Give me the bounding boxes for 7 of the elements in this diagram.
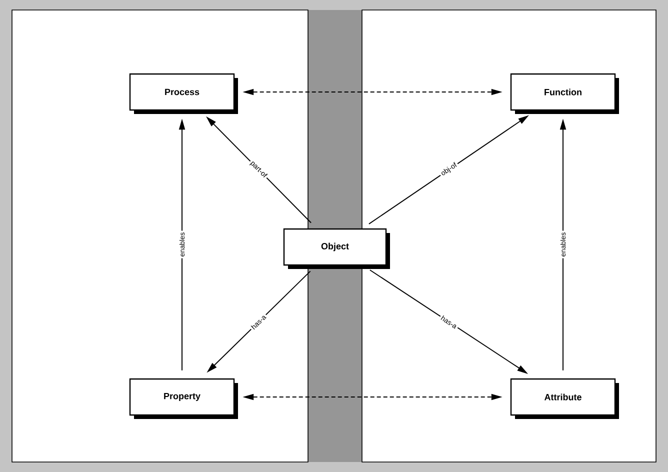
concept-box: Function xyxy=(510,73,619,114)
concept-box: Property xyxy=(129,378,238,419)
panel xyxy=(362,10,656,462)
concept-box: Process xyxy=(129,73,238,114)
panel xyxy=(12,10,308,462)
concept-box: Attribute xyxy=(510,378,619,419)
concept-box: Object xyxy=(283,228,390,269)
